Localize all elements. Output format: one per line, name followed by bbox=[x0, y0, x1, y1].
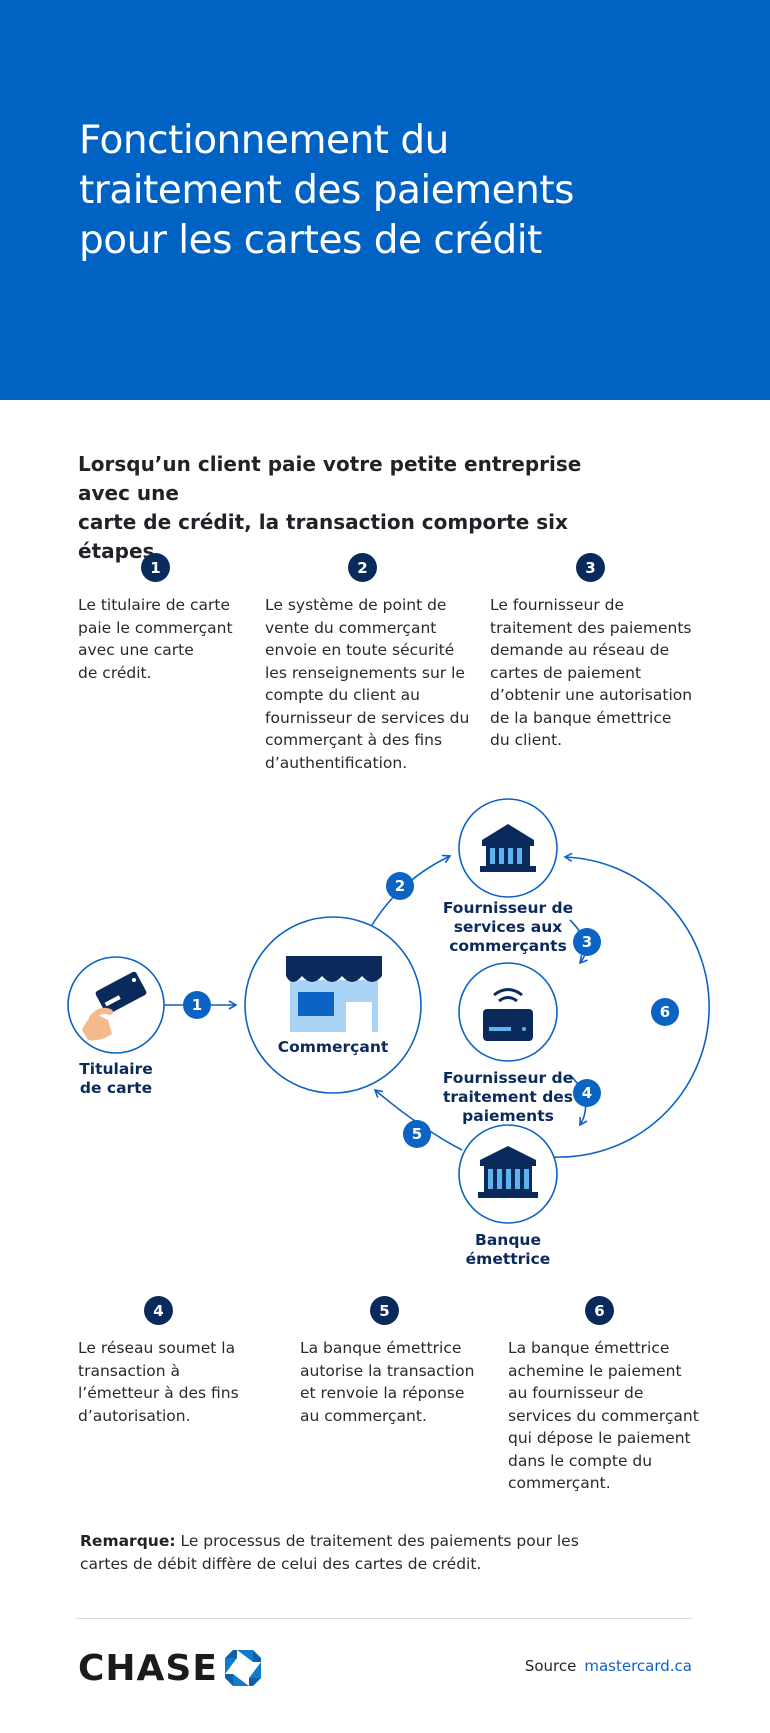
octagon-logo-icon bbox=[224, 1650, 261, 1686]
step-4-text: Le réseau soumet la transaction à l’émet… bbox=[78, 1339, 239, 1425]
step-5-number: 5 bbox=[370, 1296, 399, 1325]
note-label: Remarque: bbox=[80, 1532, 176, 1550]
page-title: Fonctionnement du traitement des paiemen… bbox=[79, 118, 575, 263]
issuer-label: Banque émettrice bbox=[465, 1231, 551, 1268]
source-attribution: Source mastercard.ca bbox=[525, 1657, 692, 1675]
store-icon bbox=[286, 956, 382, 1032]
flow-badge-4: 4 bbox=[573, 1079, 601, 1107]
step-2-text: Le système de point de vente du commerça… bbox=[265, 596, 470, 772]
step-3-text: Le fournisseur de traitement des paiemen… bbox=[490, 596, 693, 749]
step-5-text: La banque émettrice autorise la transact… bbox=[300, 1339, 475, 1425]
merchant-label: Commerçant bbox=[277, 1038, 389, 1056]
payment-flow-diagram: 1 2 3 4 5 6 Titulaire de carte Commerçan… bbox=[0, 780, 770, 1280]
flow-badge-3: 3 bbox=[573, 928, 601, 956]
flow-badge-6: 6 bbox=[651, 998, 679, 1026]
step-2-number: 2 bbox=[348, 553, 377, 582]
flow-connectors bbox=[67, 798, 710, 1224]
step-6-number: 6 bbox=[585, 1296, 614, 1325]
hero-banner: Fonctionnement du traitement des paiemen… bbox=[0, 0, 770, 400]
flow-badge-5: 5 bbox=[403, 1120, 431, 1148]
source-label: Source bbox=[524, 1657, 577, 1675]
step-6-text: La banque émettrice achemine le paiement… bbox=[508, 1339, 699, 1492]
card-in-hand-icon bbox=[82, 971, 147, 1041]
step-3-number: 3 bbox=[576, 553, 605, 582]
flow-badge-1: 1 bbox=[183, 991, 211, 1019]
note-text: Le processus de traitement des paiements… bbox=[80, 1532, 579, 1573]
issuing-bank-icon bbox=[478, 1146, 538, 1198]
chase-logo: CHASE bbox=[78, 1647, 262, 1689]
merchant-services-label: Fournisseur de services aux commerçants bbox=[442, 899, 574, 955]
step-1-text: Le titulaire de carte paie le commerçant… bbox=[78, 596, 233, 682]
contactless-card-icon bbox=[483, 988, 533, 1041]
note: Remarque: Le processus de traitement des… bbox=[80, 1530, 600, 1576]
brand-wordmark: CHASE bbox=[78, 1647, 218, 1689]
flow-badge-2: 2 bbox=[386, 872, 414, 900]
footer-divider bbox=[76, 1618, 692, 1619]
cardholder-label: Titulaire de carte bbox=[79, 1060, 153, 1097]
arrow-6 bbox=[552, 852, 710, 1158]
bank-icon bbox=[480, 824, 536, 872]
source-link[interactable]: mastercard.ca bbox=[584, 1657, 692, 1675]
processor-label: Fournisseur de traitement des paiements bbox=[442, 1069, 574, 1125]
step-4-number: 4 bbox=[144, 1296, 173, 1325]
step-1-number: 1 bbox=[141, 553, 170, 582]
intro-text: Lorsqu’un client paie votre petite entre… bbox=[78, 452, 582, 563]
